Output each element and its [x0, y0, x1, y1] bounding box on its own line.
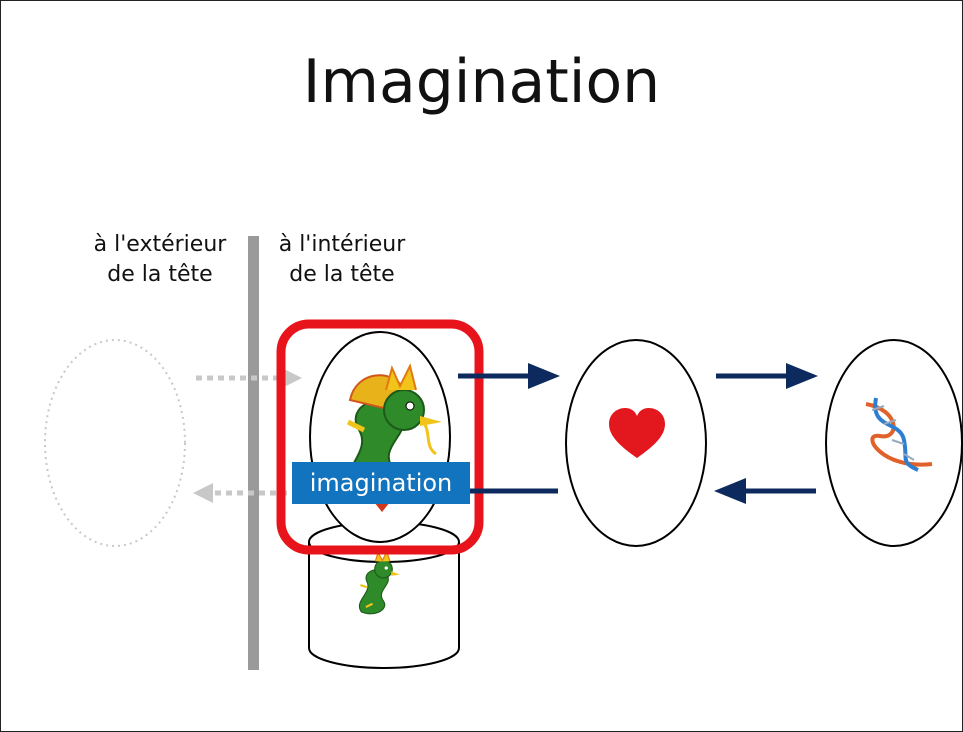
- slide-title: Imagination: [302, 47, 661, 117]
- memory-cylinder: [308, 521, 460, 669]
- perception-arrow-in: [196, 368, 302, 388]
- dna-icon: [865, 397, 933, 472]
- head-boundary-divider: [248, 236, 259, 670]
- outside-head-label: à l'extérieur de la tête: [93, 232, 227, 287]
- external-object-ellipse: [44, 339, 186, 547]
- arrow-body-to-emotion: [714, 478, 816, 504]
- body-ellipse: [825, 339, 963, 547]
- inside-head-label: à l'intérieur de la tête: [278, 232, 406, 287]
- arrow-imagination-to-emotion: [458, 363, 560, 389]
- arrow-emotion-to-body: [716, 363, 818, 389]
- imagination-highlight-frame: [276, 319, 484, 555]
- imagination-tag: imagination: [292, 462, 470, 504]
- heart-icon: [609, 408, 665, 458]
- dragon-icon: [359, 550, 400, 615]
